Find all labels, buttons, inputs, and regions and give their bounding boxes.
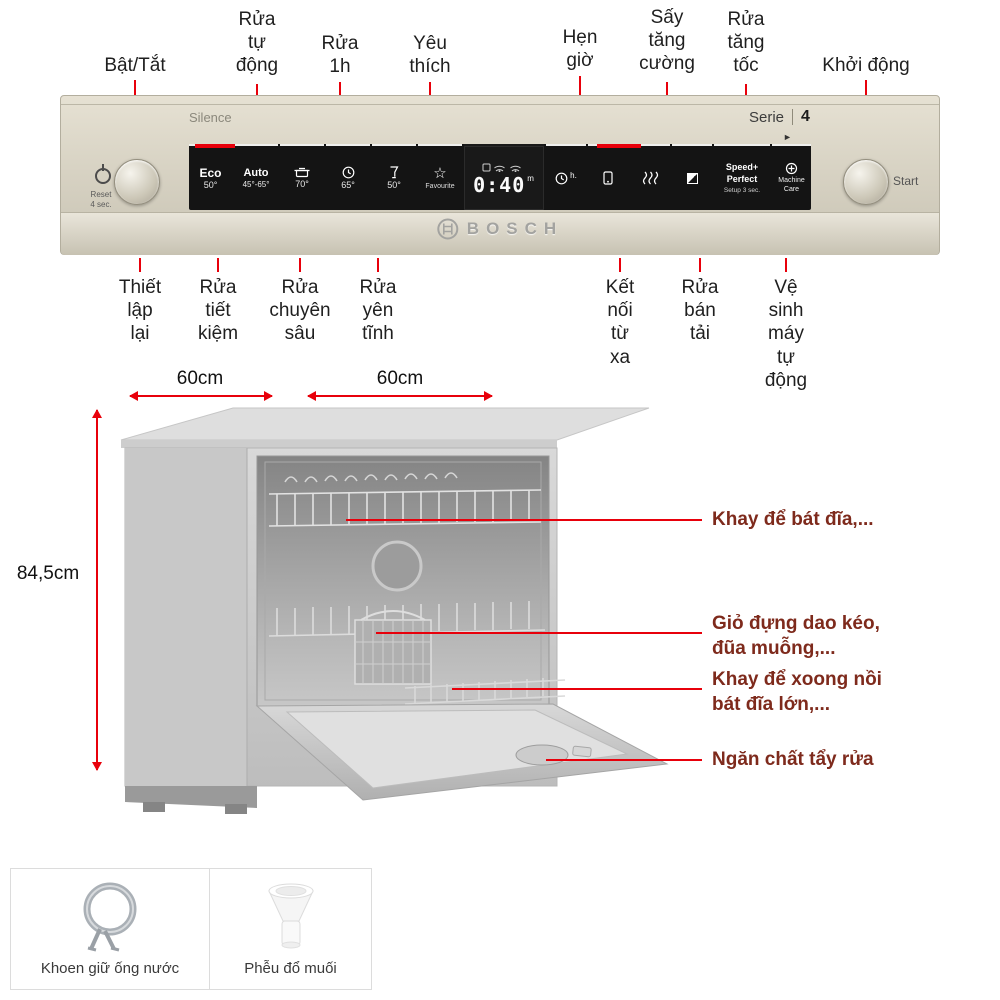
callout-timer: Hẹn giờ — [562, 27, 598, 72]
width-dimension-label: 60cm — [376, 368, 424, 389]
leader-line — [377, 258, 379, 272]
serie-label: Serie — [749, 108, 785, 126]
start-button[interactable] — [843, 159, 889, 205]
button-strip: Eco 50° Auto 45°-65° 70° 65° 50° ☆ Favo — [189, 144, 811, 210]
side-panel — [125, 448, 247, 786]
program-1h-button[interactable]: 65° — [326, 144, 370, 210]
option-half-load-button[interactable] — [672, 144, 712, 210]
callout-remote-connect: Kết nối từ xa — [605, 277, 635, 368]
part-dispenser-label: Ngăn chất tẩy rửa — [712, 749, 874, 770]
dishwasher-image — [120, 407, 669, 814]
depth-dimension-arrow — [129, 391, 273, 401]
callout-start: Khởi động — [822, 55, 910, 76]
reset-hint: Reset 4 sec. — [90, 190, 112, 209]
salt-funnel-icon — [267, 883, 314, 949]
option-speed-perfect-button[interactable]: Speed+ Perfect Setup 3 sec. — [714, 144, 770, 210]
extra-dry-steam-icon — [642, 171, 658, 185]
hose-clamp-icon — [83, 882, 137, 952]
leader-line — [546, 759, 702, 761]
callout-silent-wash: Rửa yên tĩnh — [359, 277, 397, 345]
cutlery-basket — [354, 610, 432, 685]
remaining-time: 0:40 m — [473, 172, 535, 197]
power-button[interactable] — [114, 159, 160, 205]
callout-machine-care: Vệ sinh máy tự động — [764, 277, 808, 391]
serie-divider — [792, 109, 794, 125]
eco-selected-indicator — [195, 144, 235, 148]
control-panel: Silence Serie 4 Reset 4 sec. Start ► Eco… — [60, 95, 940, 255]
depth-dimension-label: 60cm — [176, 368, 224, 389]
callout-favourite: Yêu thích — [409, 33, 451, 78]
height-dimension-label: 84,5cm — [16, 563, 80, 584]
program-favourite-button[interactable]: ☆ Favourite — [418, 144, 462, 210]
leader-line — [452, 688, 702, 690]
option-selected-indicator — [597, 144, 641, 148]
serie-number: 4 — [801, 108, 810, 125]
pot-icon — [294, 167, 310, 178]
leader-line — [699, 258, 701, 272]
start-label: Start — [893, 174, 919, 188]
accessory-label: Phễu đổ muối — [244, 960, 337, 977]
machine-care-icon — [785, 163, 798, 175]
leader-line — [299, 258, 301, 272]
leader-line — [346, 519, 702, 521]
leader-line — [139, 258, 141, 272]
program-auto-button[interactable]: Auto 45°-65° — [234, 144, 278, 210]
callout-intensive-wash: Rửa chuyên sâu — [269, 277, 331, 345]
panel-seam — [61, 104, 939, 105]
accessory-hose-clamp: Khoen giữ ống nước — [10, 868, 210, 990]
led-display: 0:40 m — [464, 144, 544, 210]
option-machine-care-button[interactable]: Machine Care — [772, 144, 811, 210]
quick-clock-icon — [342, 166, 354, 179]
height-dimension-arrow — [92, 409, 102, 771]
bosch-emblem-icon — [437, 218, 459, 240]
leader-line — [217, 258, 219, 272]
callout-extra-dry: Sấy tăng cường — [639, 7, 695, 75]
countertop — [120, 407, 650, 441]
option-timer-button[interactable]: h. — [546, 144, 586, 210]
leader-line — [785, 258, 787, 272]
foot — [225, 804, 247, 814]
glass-icon — [390, 166, 399, 179]
callout-reset: Thiết lập lại — [118, 277, 162, 345]
power-icon — [95, 168, 111, 184]
timer-clock-icon — [555, 172, 568, 184]
part-lower-rack-label: Khay để xoong nồi bát đĩa lớn,... — [712, 669, 882, 715]
callout-auto-wash: Rửa tự động — [235, 9, 279, 77]
accessory-label: Khoen giữ ống nước — [40, 960, 180, 977]
callout-power-toggle: Bật/Tắt — [104, 55, 166, 76]
program-silence-button[interactable]: 50° — [372, 144, 416, 210]
accessory-salt-funnel: Phễu đổ muối — [209, 868, 372, 990]
bosch-logo: BOSCH — [437, 218, 563, 240]
foot — [143, 802, 165, 812]
callout-half-load: Rửa bán tải — [681, 277, 719, 345]
detergent-dispenser — [515, 744, 569, 766]
upper-rack — [268, 472, 542, 527]
serie-badge: Serie 4 — [749, 108, 810, 126]
panel-lower-band — [61, 212, 939, 255]
remote-phone-icon — [603, 171, 613, 185]
star-icon: ☆ — [433, 165, 447, 182]
option-remote-button[interactable] — [588, 144, 628, 210]
option-extra-dry-button[interactable] — [630, 144, 670, 210]
callout-eco-wash: Rửa tiết kiệm — [197, 277, 239, 345]
program-intensive-button[interactable]: 70° — [280, 144, 324, 210]
bosch-wordmark: BOSCH — [466, 219, 564, 238]
leader-line — [619, 258, 621, 272]
program-eco-button[interactable]: Eco 50° — [189, 144, 232, 210]
callout-speed-wash: Rửa tăng tốc — [727, 9, 765, 77]
leader-line — [376, 632, 702, 634]
half-load-icon — [686, 172, 698, 184]
open-door — [255, 703, 669, 801]
lower-rack — [404, 678, 566, 705]
part-upper-rack-label: Khay để bát đĩa,... — [712, 509, 874, 530]
part-cutlery-basket-label: Giỏ đựng dao kéo, đũa muỗng,... — [712, 613, 880, 659]
silence-label: Silence — [189, 110, 232, 125]
counter-lip — [121, 440, 557, 448]
width-dimension-arrow — [307, 391, 493, 401]
inner-door-detail — [371, 540, 423, 592]
run-marker-icon: ► — [783, 132, 792, 142]
wifi-icon — [482, 163, 521, 172]
callout-1h-wash: Rửa 1h — [321, 33, 359, 78]
